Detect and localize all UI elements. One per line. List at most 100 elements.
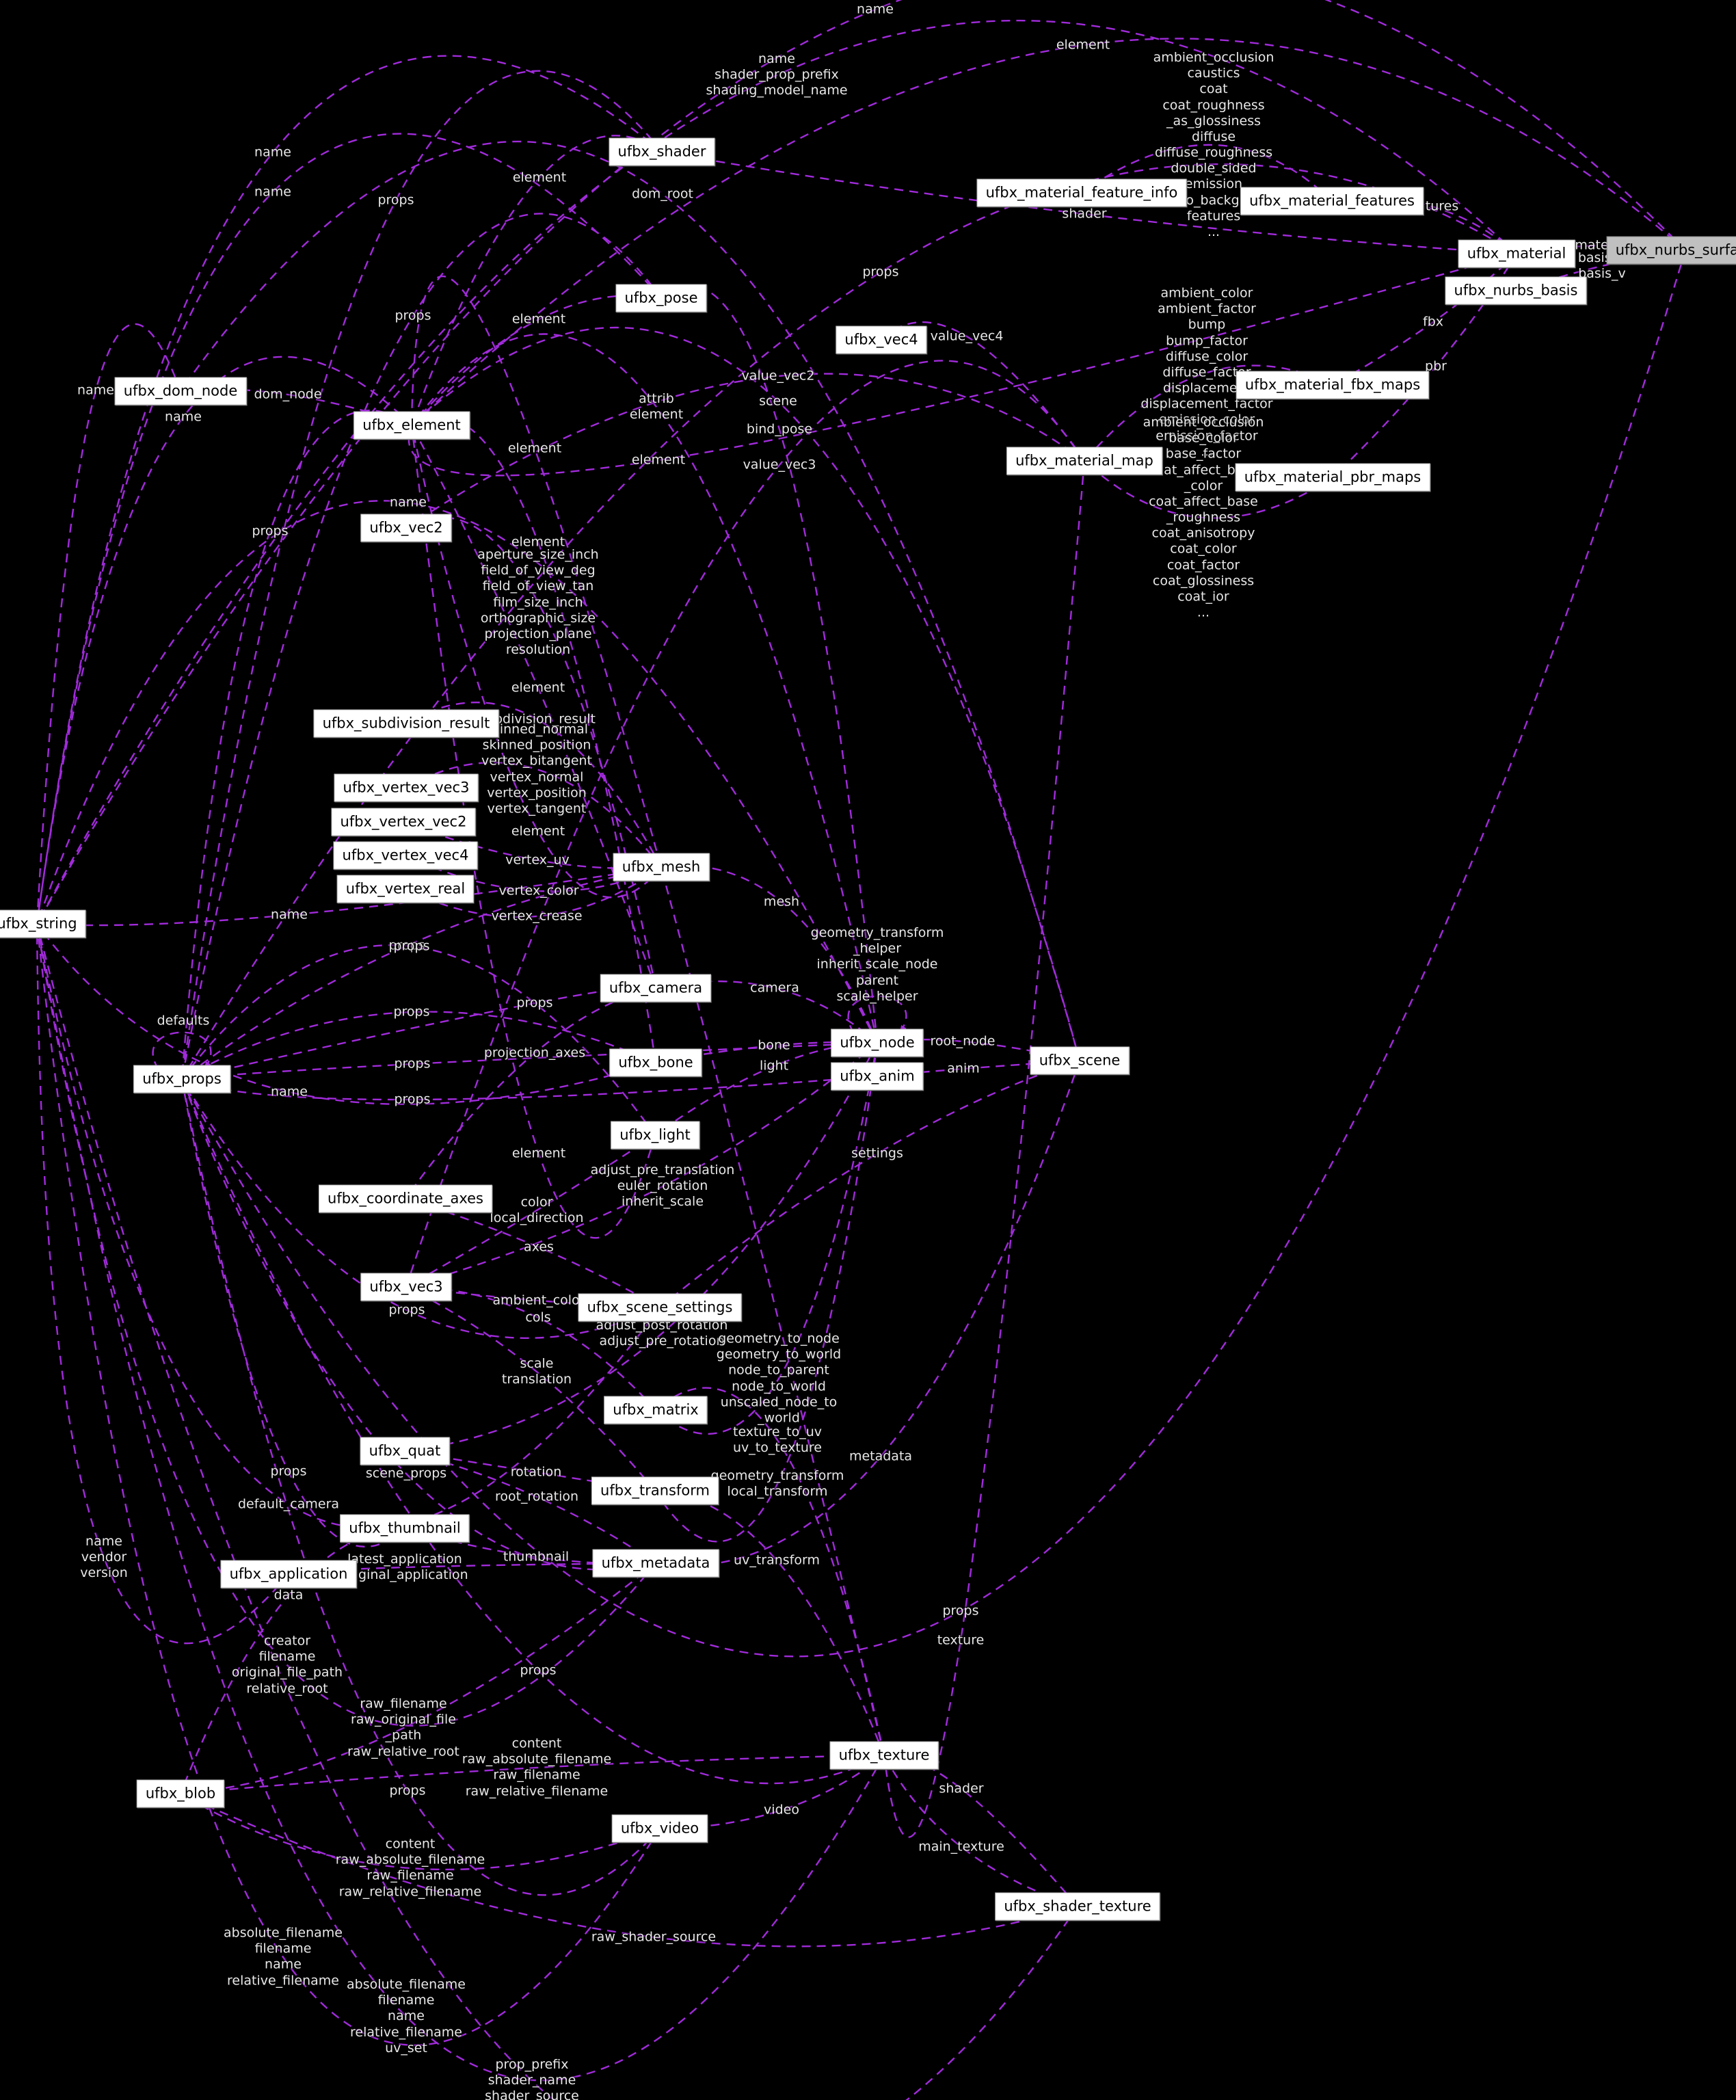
edge-texture-string (35, 922, 885, 2082)
edge-label-material-element: element (631, 452, 686, 468)
edge-label-material_features-material_feature_info: ambient_occlusion caustics coat coat_rou… (1150, 49, 1277, 239)
edge-video-string (34, 922, 661, 2046)
edge-label-shader_texture-blob: raw_shader_source (591, 1929, 717, 1945)
graph-node-material_fbx_maps[interactable]: ufbx_material_fbx_maps (1236, 371, 1430, 399)
edge-label-thumbnail-blob: data (273, 1587, 304, 1603)
graph-node-material_feature_info[interactable]: ufbx_material_feature_info (976, 178, 1187, 207)
edge-label-anim-props: props (394, 1091, 431, 1107)
graph-node-vertex_vec3[interactable]: ufbx_vertex_vec3 (334, 773, 479, 802)
edge-material_map-vec2 (405, 373, 1085, 529)
edge-label-node-element: attrib element (629, 390, 684, 422)
edge-element-props (179, 410, 412, 1080)
edge-label-element-scene: scene (759, 393, 797, 409)
edge-label-pose-element: element (511, 311, 566, 327)
edge-label-node-light: light (759, 1058, 789, 1074)
edge-label-dom_node-string: name (77, 382, 114, 398)
edge-nurbs_surface-string (36, 0, 1686, 925)
graph-node-blob[interactable]: ufbx_blob (136, 1779, 225, 1808)
graph-node-transform[interactable]: ufbx_transform (591, 1476, 719, 1505)
edge-metadata-string (35, 922, 656, 1727)
graph-node-string[interactable]: ufbx_string (0, 909, 86, 938)
edge-element-string (34, 356, 412, 925)
edge-material_pbr_maps-material_map (1083, 460, 1333, 519)
edge-light-props (181, 944, 656, 1136)
graph-node-element[interactable]: ufbx_element (353, 411, 470, 440)
graph-node-thumbnail[interactable]: ufbx_thumbnail (340, 1514, 470, 1543)
edge-label-pose-props: props (395, 308, 431, 323)
graph-node-subdivision_result[interactable]: ufbx_subdivision_result (313, 709, 499, 738)
graph-node-video[interactable]: ufbx_video (611, 1814, 708, 1843)
edge-label-mesh-vertex_vec3: skinned_normal skinned_position vertex_b… (481, 721, 593, 816)
graph-node-application[interactable]: ufbx_application (220, 1560, 357, 1589)
graph-node-anim[interactable]: ufbx_anim (831, 1062, 924, 1091)
edge-label-mesh-string: name (271, 907, 308, 922)
edge-label-texture-element: element (507, 440, 562, 456)
graph-node-material_pbr_maps[interactable]: ufbx_material_pbr_maps (1235, 463, 1430, 492)
edge-label-light-element: element (511, 1145, 566, 1161)
edge-label-node-node: geometry_transform _helper inherit_scale… (810, 925, 944, 1004)
graph-node-material_features[interactable]: ufbx_material_features (1240, 187, 1424, 215)
edge-label-camera-element: element (511, 680, 565, 695)
graph-node-material[interactable]: ufbx_material (1458, 239, 1575, 268)
edge-scene-scene_settings (658, 1059, 1080, 1309)
graph-node-vec2[interactable]: ufbx_vec2 (360, 514, 452, 542)
edge-texture-element (408, 275, 885, 1756)
edge-shader-element (410, 135, 663, 427)
graph-node-coordinate_axes[interactable]: ufbx_coordinate_axes (319, 1184, 492, 1213)
edge-scene-metadata (654, 1060, 1081, 1567)
graph-node-vertex_vec4[interactable]: ufbx_vertex_vec4 (333, 841, 478, 870)
edge-material-element (406, 252, 1517, 477)
graph-node-shader[interactable]: ufbx_shader (609, 137, 715, 166)
graph-node-vec4[interactable]: ufbx_vec4 (836, 325, 927, 354)
edge-label-scene-scene_settings: settings (851, 1145, 903, 1161)
graph-node-texture[interactable]: ufbx_texture (829, 1741, 939, 1770)
edge-metadata-blob (179, 1563, 656, 1796)
graph-node-material_map[interactable]: ufbx_material_map (1006, 447, 1162, 475)
edge-label-nurbs_surface-string: name (857, 1, 894, 17)
edge-label-thumbnail-props: props (270, 1463, 307, 1479)
edge-label-material-props: props (862, 264, 899, 280)
edge-label-video-string: absolute_filename filename name relative… (223, 1925, 343, 1989)
edge-label-shader_texture-texture: main_texture (918, 1839, 1004, 1855)
graph-node-props[interactable]: ufbx_props (133, 1065, 230, 1093)
edge-label-bone-string: name (271, 1084, 308, 1100)
edge-label-video-blob: content raw_absolute_filename raw_filena… (335, 1836, 485, 1900)
edge-label-matrix-vec3: cols (525, 1310, 551, 1325)
edge-props-props (152, 1031, 212, 1070)
graph-node-bone[interactable]: ufbx_bone (609, 1048, 702, 1077)
edge-material_features-material_feature_info (1080, 144, 1333, 202)
edge-node-quat (403, 1042, 879, 1454)
graph-node-vertex_vec2[interactable]: ufbx_vertex_vec2 (331, 808, 476, 836)
graph-node-metadata[interactable]: ufbx_metadata (592, 1549, 719, 1578)
edge-label-nurbs_surface-props: props (942, 1603, 979, 1619)
edge-label-material_map-texture: texture (937, 1632, 985, 1648)
edge-label-material-string: name shader_prop_prefix shading_model_na… (706, 51, 848, 98)
edge-metadata-quat (403, 1449, 656, 1564)
edge-scene_settings-coordinate_axes (404, 1197, 660, 1309)
edge-label-node-bone: bone (758, 1037, 790, 1053)
graph-node-dom_node[interactable]: ufbx_dom_node (114, 377, 247, 406)
edge-label-material_map-vec2: value_vec2 (741, 368, 815, 384)
graph-node-vec3[interactable]: ufbx_vec3 (360, 1273, 452, 1301)
edge-label-node-props: props (394, 1056, 431, 1072)
edge-material-string (36, 20, 1517, 925)
edge-label-mesh-vertex_vec2: vertex_uv (505, 852, 570, 868)
graph-node-node[interactable]: ufbx_node (831, 1028, 924, 1057)
graph-node-scene[interactable]: ufbx_scene (1030, 1046, 1130, 1075)
graph-node-matrix[interactable]: ufbx_matrix (604, 1396, 708, 1424)
edge-material_map-texture (881, 460, 1086, 1838)
edge-scene-dom_node (179, 141, 1081, 1061)
graph-node-camera[interactable]: ufbx_camera (600, 974, 712, 1002)
edge-video-props (180, 1078, 660, 1896)
graph-node-light[interactable]: ufbx_light (611, 1121, 699, 1149)
graph-node-scene_settings[interactable]: ufbx_scene_settings (578, 1293, 742, 1322)
graph-node-nurbs_basis[interactable]: ufbx_nurbs_basis (1445, 276, 1587, 305)
graph-node-nurbs_surface[interactable]: ufbx_nurbs_surface (1606, 236, 1736, 265)
graph-node-vertex_real[interactable]: ufbx_vertex_real (336, 875, 475, 903)
edge-label-material_fbx_maps-material_map: ambient_color ambient_factor bump bump_f… (1140, 285, 1273, 460)
graph-node-quat[interactable]: ufbx_quat (360, 1437, 450, 1465)
graph-node-shader_texture[interactable]: ufbx_shader_texture (995, 1892, 1160, 1921)
graph-node-pose[interactable]: ufbx_pose (615, 284, 707, 313)
graph-node-mesh[interactable]: ufbx_mesh (613, 853, 710, 881)
